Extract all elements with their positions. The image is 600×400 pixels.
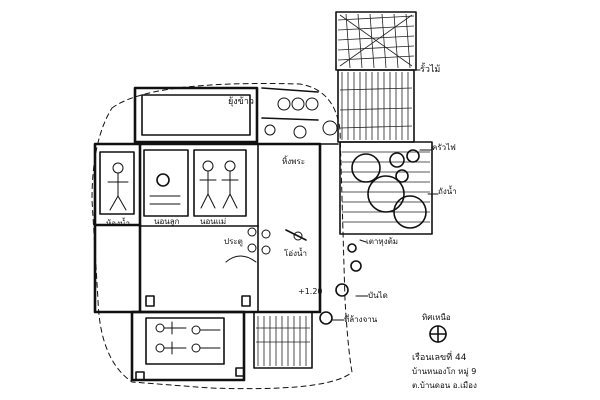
north-arrow-icon [429,325,447,343]
water-tank-icon-2 [393,195,427,229]
kitchen-platform [339,141,433,235]
label-village: บ้านหนองโก หมู่ 9 [412,366,476,377]
label-district: ต.บ้านดอน อ.เมือง [412,381,477,390]
label-water-tank: ถังน้ำ [438,185,457,196]
site-boundary-dashed [91,83,353,390]
label-bathroom: ห้องน้ำ [106,217,130,228]
jar-shelf [261,87,338,139]
leader-lines [331,69,439,321]
label-kitchen-top: ครัวไฟ [432,143,456,152]
stove-icon [395,169,409,183]
label-water-jar: โอ่งน้ำ [284,247,307,258]
label-rice-store: ยุ้งข้าว [228,96,254,107]
water-tank-icon [367,175,405,213]
sleeping-area-left [143,149,189,217]
jar-small-icon [389,152,405,168]
water-jar-icon [351,153,381,183]
label-shrine: หิ้งพระ [282,155,305,166]
label-plus-value: +1.20 [298,287,323,296]
label-sleep-mid: นอนแม่ [200,217,226,226]
sleeping-area-mid [193,149,247,217]
label-door-left: ประตู [224,237,243,247]
house-outline [93,142,322,314]
label-steps: บันได [368,291,388,300]
label-house-no: เรือนเลขที่ 44 [412,350,467,363]
rice-store-box [133,86,259,144]
fence-block [335,11,417,71]
posts [135,243,362,381]
label-stove: เตาหุงต้ม [366,237,398,246]
label-north: ทิศเหนือ [422,313,451,322]
label-sleep-left: นอนลูก [154,217,180,227]
jar-small-icon-2 [406,149,420,163]
kitchen-roof-hatch [337,69,415,143]
label-fence: รั้วไม้ [420,62,440,75]
shrine-cluster [225,227,307,263]
bathroom-area [99,151,135,215]
bottom-sleeping-room [130,310,246,382]
entry-steps [253,311,313,369]
label-wash-area: ที่ล้างจาน [344,313,378,324]
